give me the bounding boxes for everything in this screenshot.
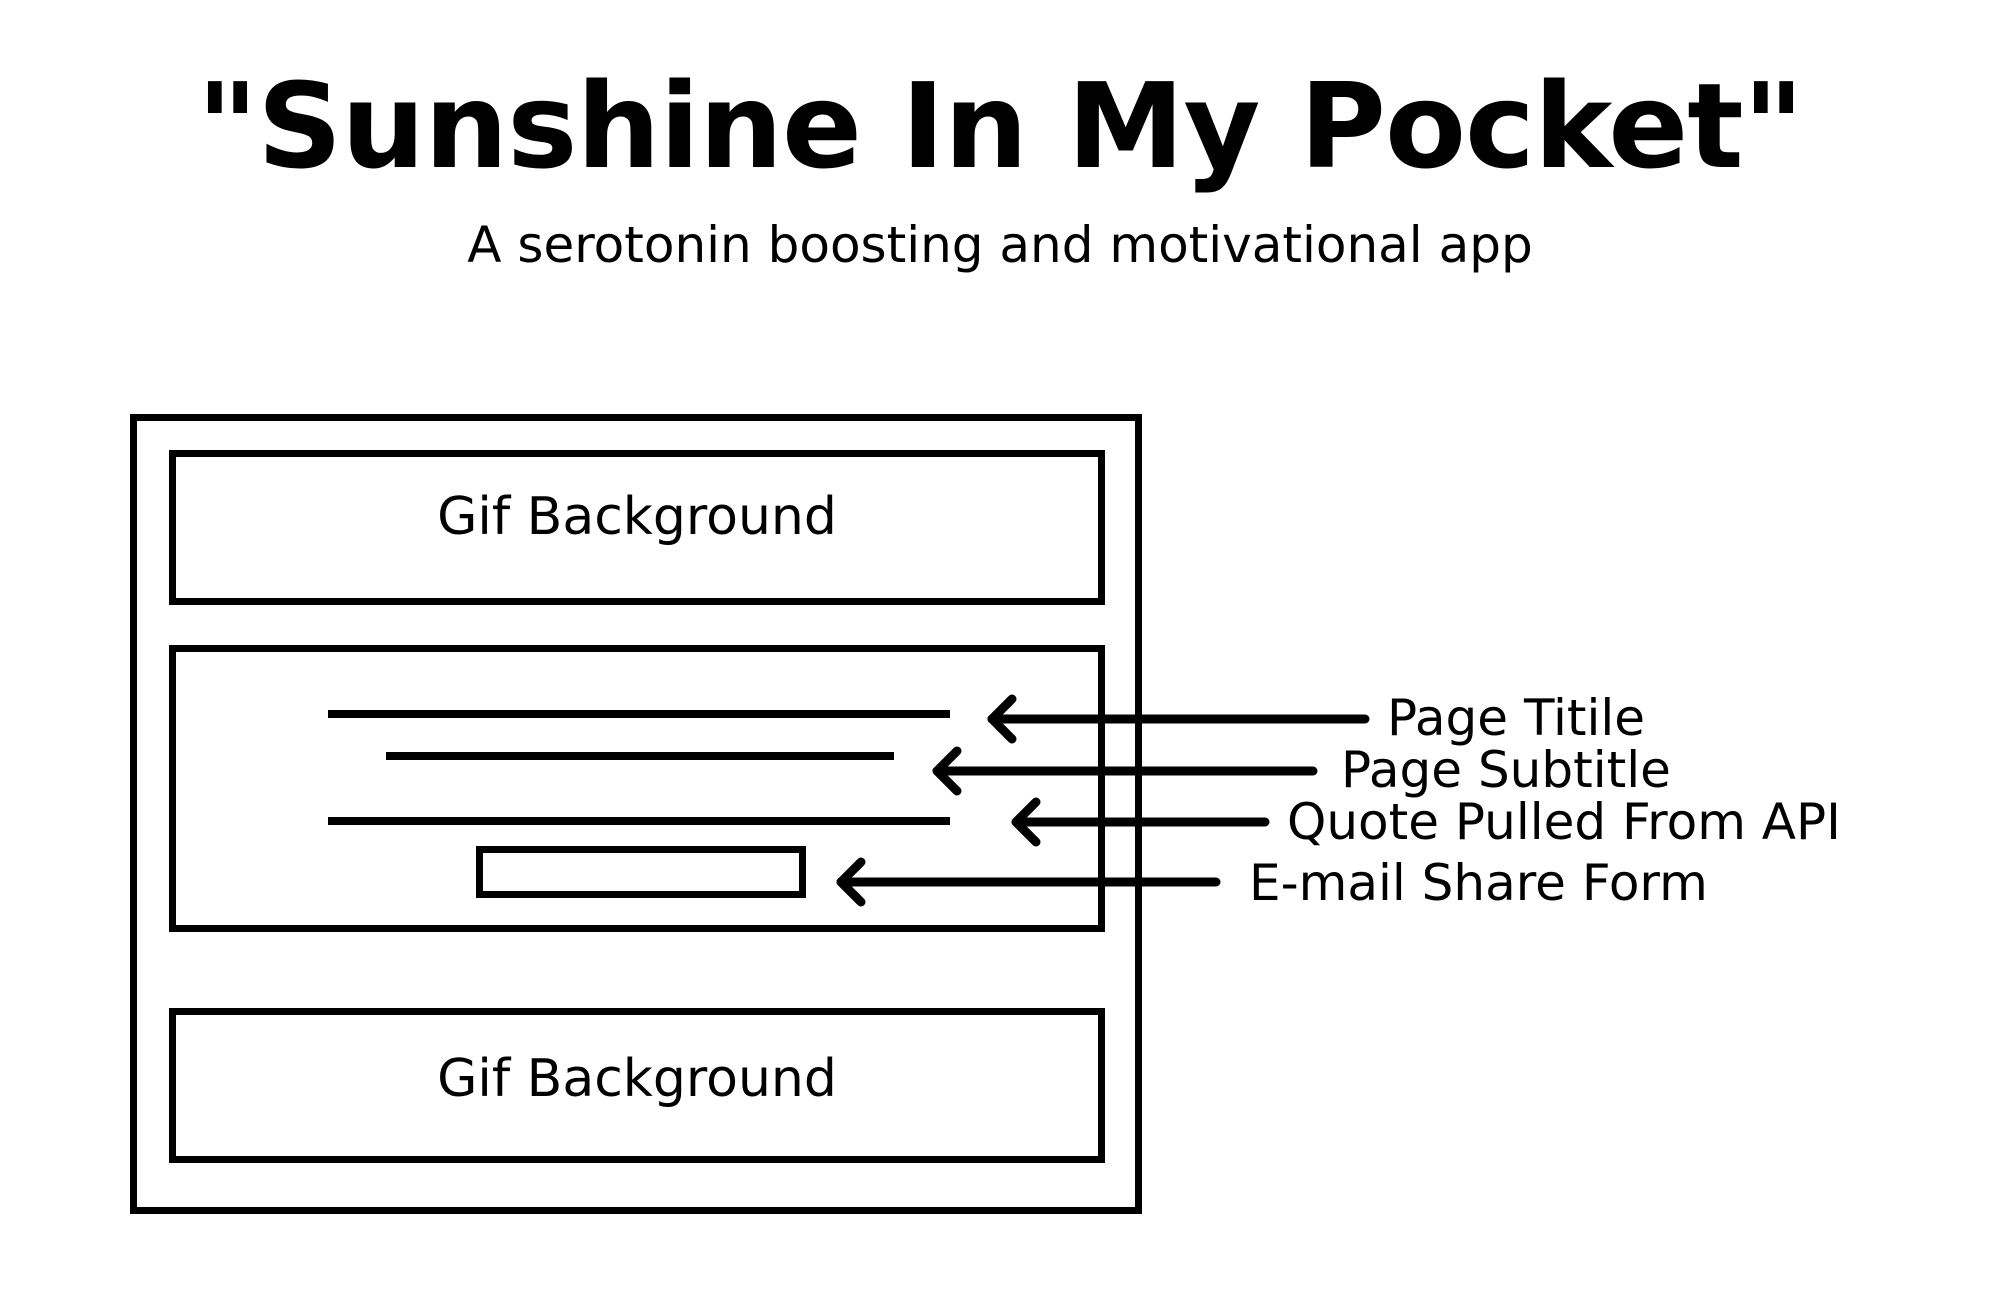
quote-placeholder-line xyxy=(328,817,950,825)
content-section-box xyxy=(169,645,1105,932)
page-subtitle-arrow-icon xyxy=(932,746,1318,796)
page-subtitle-placeholder-line xyxy=(386,752,894,760)
page-title-callout: Page Titile xyxy=(1387,689,1645,747)
diagram-title: "Sunshine In My Pocket" xyxy=(196,57,1804,195)
gif-background-bottom-label: Gif Background xyxy=(437,1049,837,1109)
wireframe-outer-frame xyxy=(130,414,1142,1214)
email-form-placeholder xyxy=(476,846,806,898)
diagram-subtitle: A serotonin boosting and motivational ap… xyxy=(467,216,1533,274)
quote-callout: Quote Pulled From API xyxy=(1287,793,1841,851)
page-title-placeholder-line xyxy=(328,710,950,718)
email-form-callout: E-mail Share Form xyxy=(1249,854,1708,912)
page-subtitle-callout: Page Subtitle xyxy=(1341,741,1671,799)
gif-background-top-box: Gif Background xyxy=(169,450,1105,605)
quote-arrow-icon xyxy=(1011,797,1270,847)
email-form-arrow-icon xyxy=(836,857,1221,907)
gif-background-bottom-box: Gif Background xyxy=(169,1008,1105,1163)
gif-background-top-label: Gif Background xyxy=(437,487,837,547)
page-title-arrow-icon xyxy=(987,694,1370,744)
